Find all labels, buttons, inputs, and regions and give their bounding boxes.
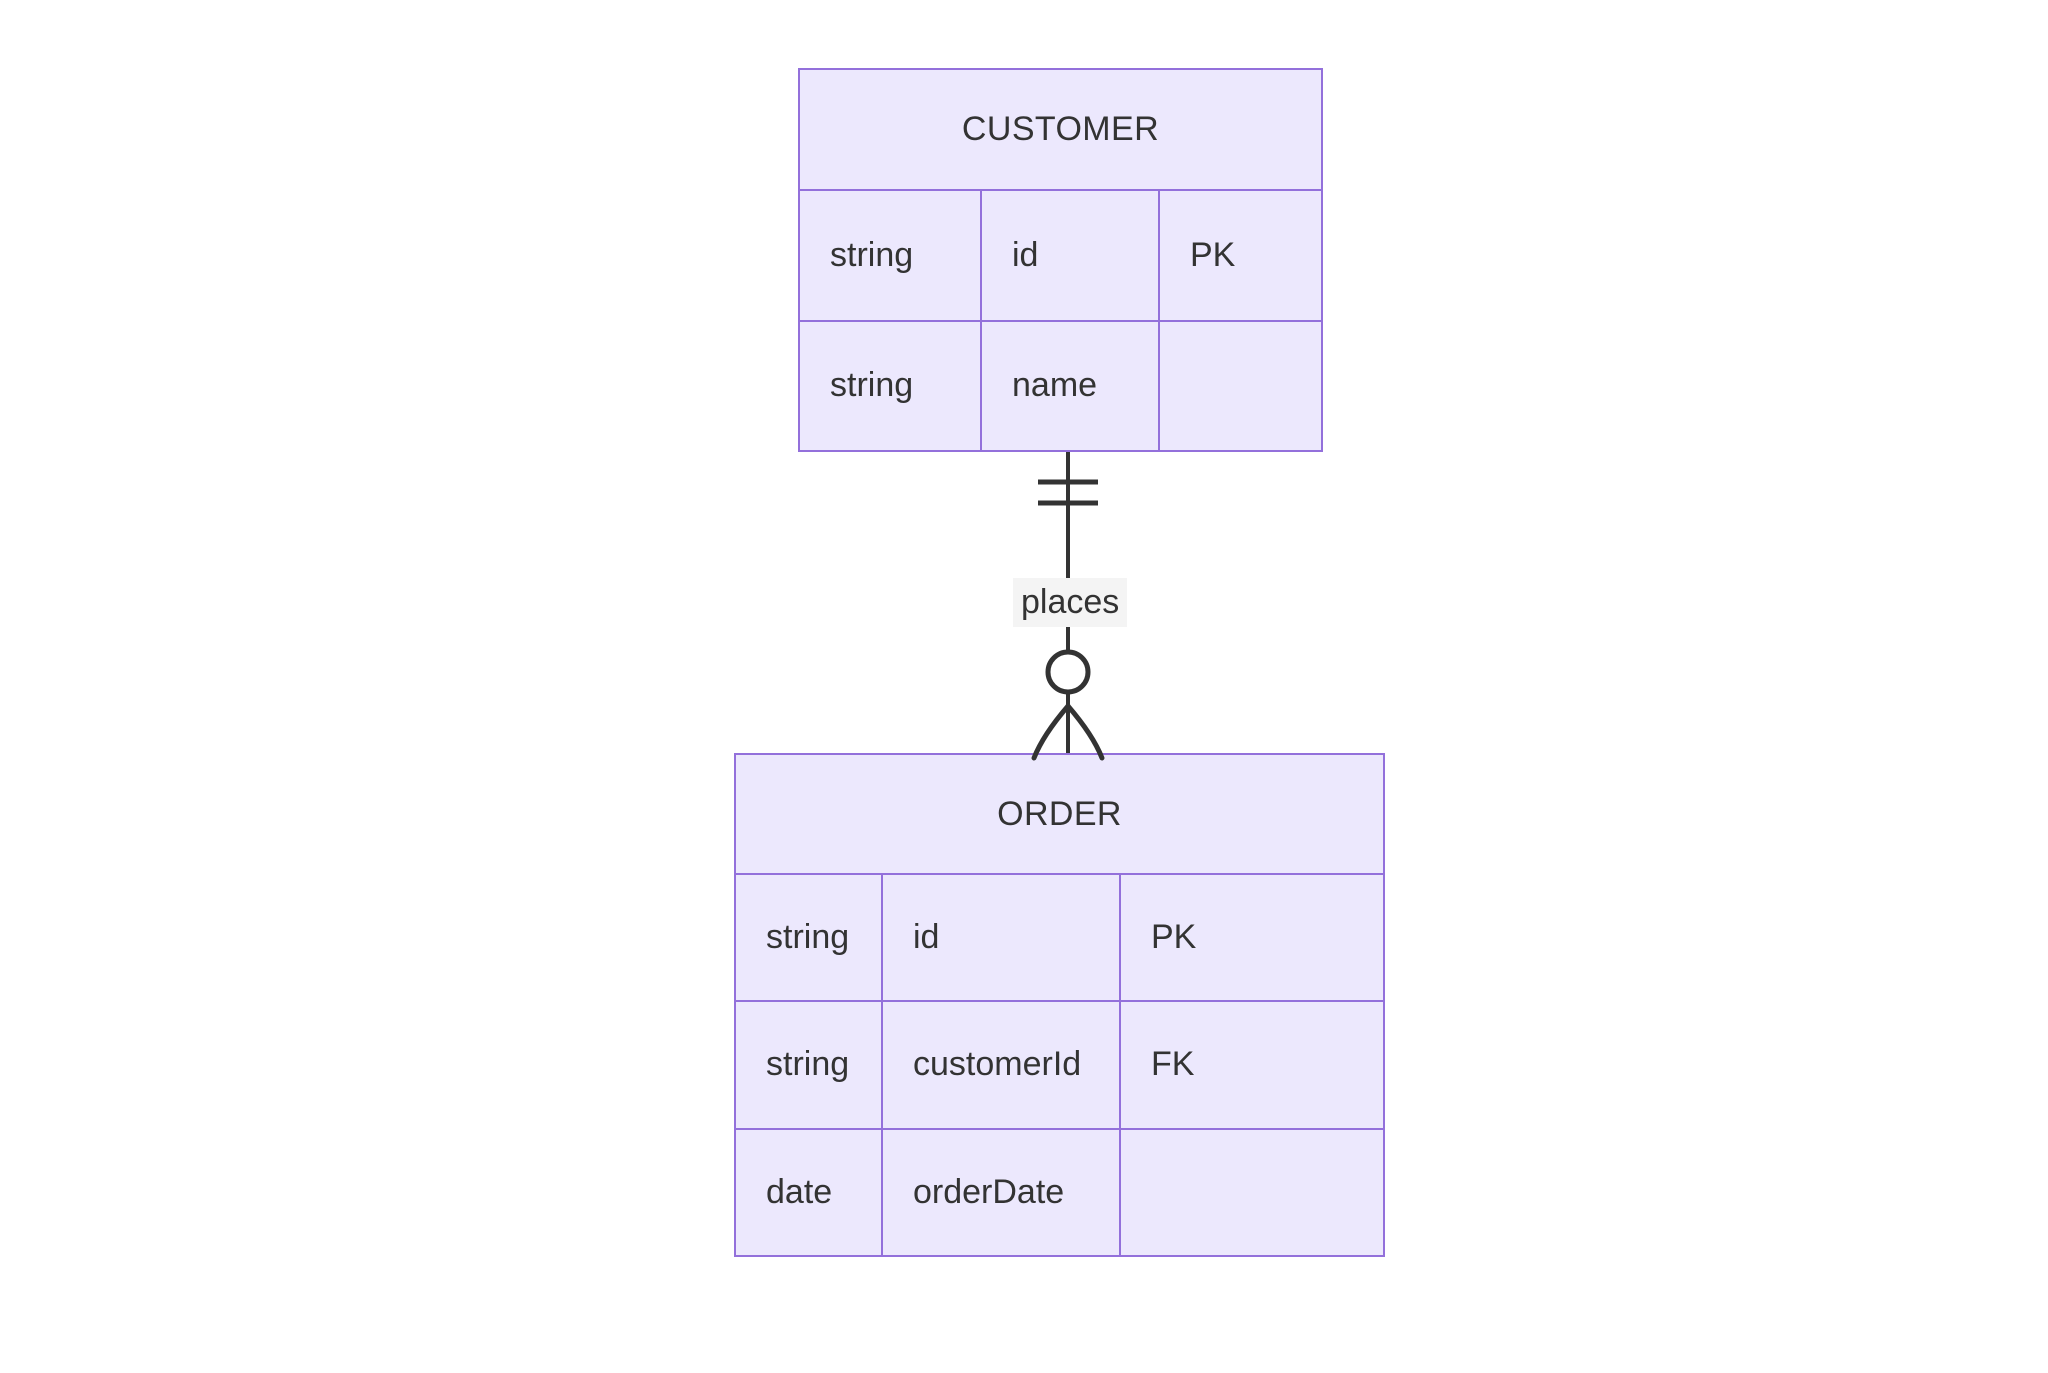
relationship-label-places: places [1013,578,1128,627]
table-row[interactable]: string id PK [736,875,1383,1003]
attribute-type: string [736,875,883,1001]
attribute-key [1121,1130,1383,1255]
table-row[interactable]: string name [800,321,1321,451]
entity-customer[interactable]: CUSTOMER string id PK string name [798,68,1323,452]
attribute-type: string [800,191,982,320]
attribute-type: date [736,1129,883,1255]
table-row[interactable]: string id PK [800,191,1321,322]
attribute-key: PK [1151,918,1197,957]
attribute-name: name [982,321,1160,450]
attribute-key: FK [1151,1045,1195,1084]
crows-foot-left [1031,703,1071,761]
cardinality-zero-circle [1045,649,1091,695]
cardinality-exactly-one-marker [1038,479,1098,506]
attribute-name: customerId [883,1002,1121,1128]
entity-customer-title: CUSTOMER [800,70,1321,191]
table-row[interactable]: string customerId FK [736,1002,1383,1130]
attribute-name: id [982,191,1160,320]
attribute-type: string [736,1002,883,1128]
attribute-type: string [800,321,982,450]
attribute-key [1160,322,1321,451]
table-row[interactable]: date orderDate [736,1129,1383,1255]
crows-foot-right [1065,703,1105,761]
entity-order-title: ORDER [736,755,1383,875]
attribute-name: orderDate [883,1129,1121,1255]
attribute-name: id [883,875,1121,1001]
attribute-key: PK [1190,235,1236,274]
cardinality-zero-or-more-marker [1031,649,1105,761]
entity-order[interactable]: ORDER string id PK string customerId FK … [734,753,1385,1257]
